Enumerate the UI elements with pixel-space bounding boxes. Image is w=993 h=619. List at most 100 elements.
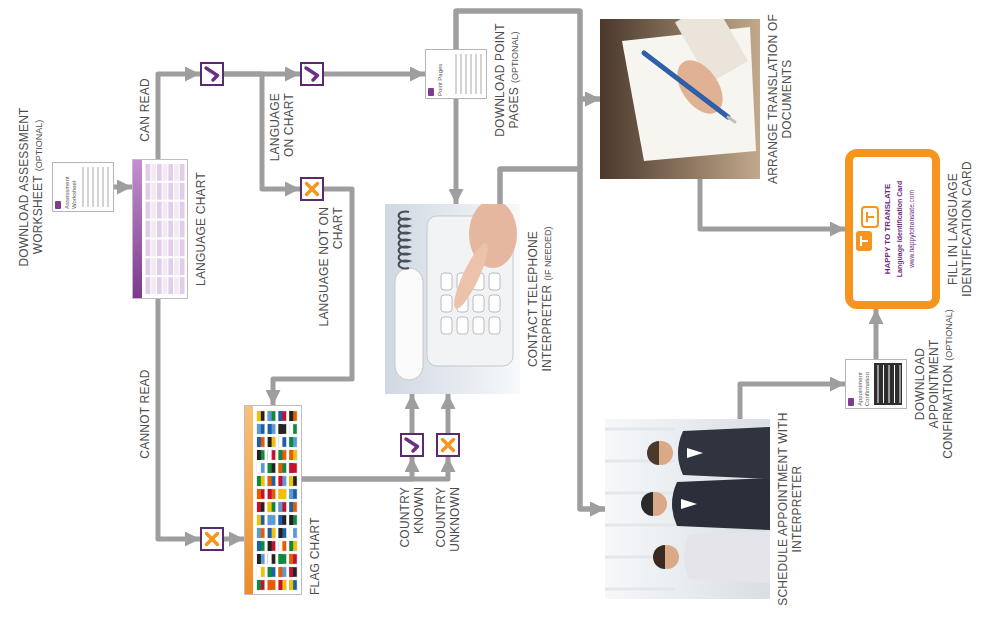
- phone-key: [441, 295, 452, 312]
- flag-stripe: [289, 489, 293, 499]
- step-caption: FLAG CHART: [308, 517, 322, 595]
- flag-icon: [268, 502, 276, 512]
- logo-glyph: [867, 212, 874, 222]
- chart-cell: [163, 239, 168, 256]
- flag-icon: [268, 424, 276, 434]
- chart-cell: [157, 258, 162, 275]
- flag-field: [279, 580, 287, 590]
- flag-icon: [268, 515, 276, 525]
- flag-icon: [257, 424, 265, 434]
- node-caption: CANNOT READ: [138, 319, 152, 509]
- flag-stripe: [279, 580, 283, 590]
- node-caption: FILL IN LANGUAGE IDENTIFICATION CARD: [946, 139, 974, 319]
- flag-stripe: [257, 450, 261, 460]
- flag-icon: [268, 580, 276, 590]
- flag-icon: [289, 567, 297, 577]
- worksheet-icon: DOWNLOAD ASSESSMENT WORKSHEET(OPTIONAL): [52, 162, 114, 212]
- flag-field: [268, 515, 276, 525]
- chart-cell: [146, 202, 151, 219]
- person-body: [672, 478, 770, 530]
- flag-field: [268, 450, 276, 460]
- text-line: [455, 54, 457, 94]
- meeting-photo: SCHEDULE APPOINTMENT WITH INTERPRETER: [605, 419, 770, 599]
- chart-cell: [146, 258, 151, 275]
- flag-field: [257, 463, 265, 473]
- flag-field: [257, 437, 265, 447]
- flag-stripe: [257, 463, 261, 473]
- chart-cell: [168, 183, 173, 200]
- flag-icon: [268, 528, 276, 538]
- cross-box: COUNTRY UNKNOWN: [436, 433, 460, 457]
- cross-illustration: [200, 527, 224, 551]
- card-illustration: [845, 149, 940, 309]
- flag-stripe: [257, 567, 261, 577]
- flag-field: [257, 528, 265, 538]
- chart-cell: [157, 183, 162, 200]
- flow-arrow: [224, 74, 300, 189]
- flag-field: [257, 502, 265, 512]
- card-url: www.happytotranslate.com: [908, 157, 915, 301]
- chart-cell: [180, 258, 185, 275]
- check-box: CAN READ: [200, 62, 224, 86]
- flag-field: [268, 502, 276, 512]
- flag-icon: [279, 515, 287, 525]
- chart-cell: [163, 258, 168, 275]
- flag-icon: [268, 437, 276, 447]
- person-figure: [641, 478, 770, 530]
- person-figure: [653, 531, 770, 583]
- flag-stripe: [289, 554, 293, 564]
- chart-cell: [168, 277, 173, 294]
- flag-stripe: [268, 528, 272, 538]
- shirt-collar: [681, 499, 697, 509]
- flag-icon: [257, 476, 265, 486]
- flag-field: [268, 528, 276, 538]
- check-mark: [306, 68, 318, 80]
- node-caption: LANGUAGE CHART: [194, 159, 208, 299]
- chart-cell: [163, 277, 168, 294]
- flag-field: [279, 463, 287, 473]
- flag-stripe: [279, 424, 283, 434]
- flag-field: [268, 411, 276, 421]
- card-frame: [849, 153, 936, 305]
- flag-icon: [257, 411, 265, 421]
- flag-icon: [279, 463, 287, 473]
- chart-cell: [157, 277, 162, 294]
- card-brand: HAPPY TO TRANSLATE: [883, 157, 892, 301]
- shirt-collar: [687, 448, 703, 458]
- chart-cell: [151, 239, 156, 256]
- cross-mark: [443, 440, 454, 451]
- page-illustration: [425, 49, 487, 99]
- person-body: [678, 427, 770, 479]
- chart-cell: [146, 277, 151, 294]
- text-line: [87, 167, 89, 207]
- flag-icon: [257, 463, 265, 473]
- chart-cell: [146, 239, 151, 256]
- phone-key: [473, 317, 484, 334]
- flag-stripe: [257, 580, 261, 590]
- flag-field: [268, 424, 276, 434]
- chart-cell: [174, 202, 179, 219]
- text-line: [470, 54, 472, 94]
- chart-cell: [146, 164, 151, 181]
- flag-field: [268, 476, 276, 486]
- text-line: [480, 54, 482, 94]
- chart-cell: [174, 221, 179, 238]
- flow-arrow: [158, 74, 200, 159]
- chart-sheet: [245, 406, 302, 595]
- flag-stripe: [279, 476, 283, 486]
- flag-icon: [289, 411, 297, 421]
- node-caption: FLAG CHART: [308, 485, 322, 595]
- flag-stripe: [257, 528, 261, 538]
- writing-illustration: [600, 19, 760, 179]
- flag-icon: [257, 567, 265, 577]
- step-caption: COUNTRY UNKNOWN: [434, 487, 462, 552]
- chart-cell: [174, 258, 179, 275]
- flag-icon: [279, 502, 287, 512]
- node-caption: DOWNLOAD POINT PAGES(OPTIONAL): [493, 19, 522, 141]
- id-card: FILL IN LANGUAGE IDENTIFICATION CARD: [845, 149, 940, 309]
- chart-cell: [168, 202, 173, 219]
- phone-key: [489, 273, 500, 290]
- flag-field: [268, 541, 276, 551]
- flag-stripe: [268, 567, 272, 577]
- chart-cell: [157, 202, 162, 219]
